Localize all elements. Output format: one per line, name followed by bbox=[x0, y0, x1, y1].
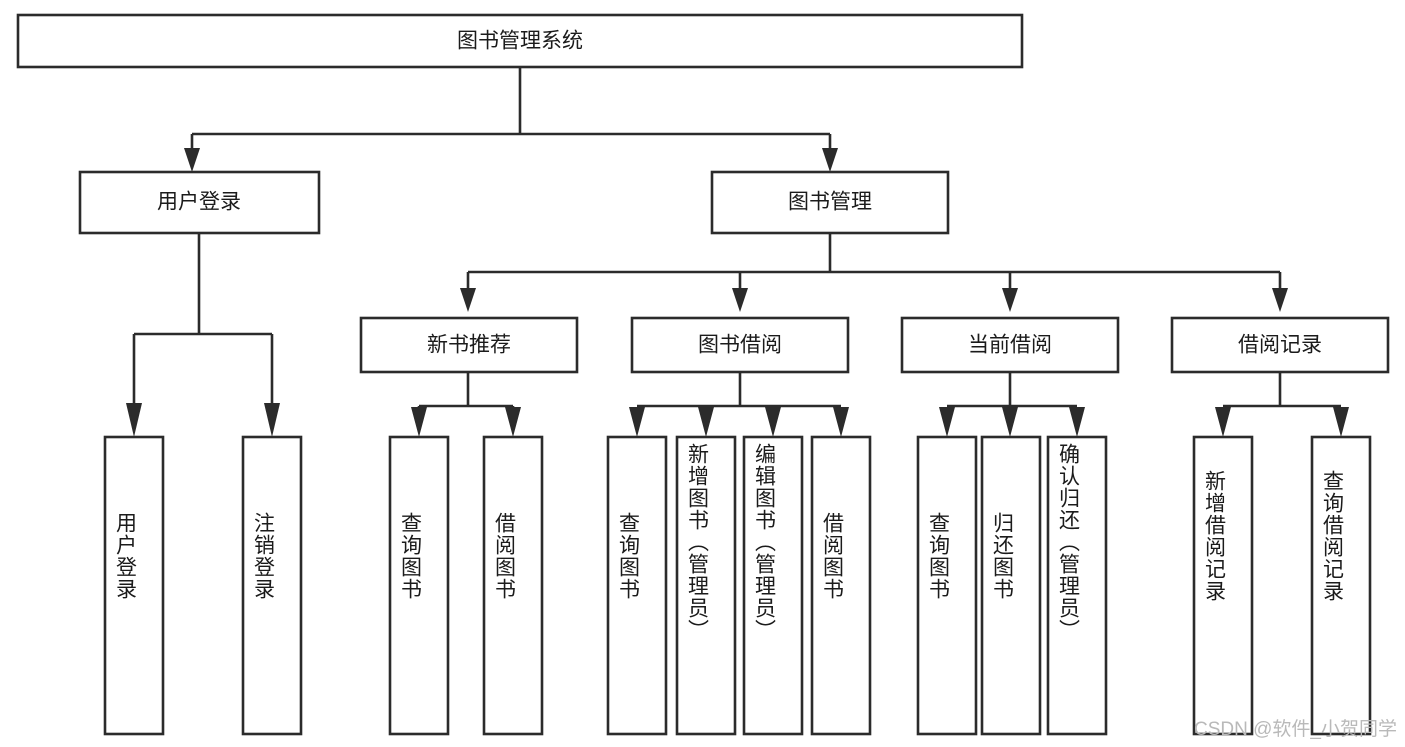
leaf-box-book-borrow-1[interactable] bbox=[606, 435, 668, 736]
connector-group-book-borrow bbox=[629, 372, 849, 437]
arrow-head-book-borrow-leaf-3 bbox=[765, 407, 781, 437]
node-root-label: 图书管理系统 bbox=[457, 30, 583, 53]
arrow-head-book-borrow bbox=[732, 288, 748, 312]
leaf-box-book-borrow-2[interactable] bbox=[675, 435, 737, 736]
connector-group-root bbox=[184, 67, 838, 172]
node-root[interactable]: 图书管理系统 bbox=[16, 13, 1024, 69]
leaf-boxes-user-login bbox=[103, 435, 303, 736]
arrow-head-book-borrow-leaf-2 bbox=[698, 407, 714, 437]
connector-group-book-mgmt bbox=[460, 233, 1288, 312]
node-current-borrow[interactable]: 当前借阅 bbox=[900, 316, 1120, 374]
node-current-borrow-box[interactable] bbox=[900, 316, 1120, 374]
node-book-borrow-box[interactable] bbox=[630, 316, 850, 374]
leaf-box-new-book-1[interactable] bbox=[388, 435, 450, 736]
arrow-head-current-borrow-leaf-1 bbox=[939, 407, 955, 437]
node-new-book-recommend[interactable]: 新书推荐 bbox=[359, 316, 579, 374]
node-new-book-recommend-box[interactable] bbox=[359, 316, 579, 374]
node-user-login-label: 用户登录 bbox=[157, 191, 241, 214]
leaf-box-book-borrow-4[interactable] bbox=[810, 435, 872, 736]
arrow-head-user-login-leaf-2 bbox=[264, 403, 280, 437]
node-book-management-box[interactable] bbox=[710, 170, 950, 235]
node-root-box[interactable] bbox=[16, 13, 1024, 69]
node-borrow-record-label: 借阅记录 bbox=[1238, 334, 1322, 357]
leaf-box-user-login-2[interactable] bbox=[241, 435, 303, 736]
arrow-head-new-book bbox=[460, 288, 476, 312]
arrow-head-book-mgmt bbox=[822, 148, 838, 172]
leaf-box-book-borrow-3[interactable] bbox=[742, 435, 804, 736]
node-new-book-recommend-label: 新书推荐 bbox=[427, 334, 511, 357]
arrow-head-user-login-leaf-1 bbox=[126, 403, 142, 437]
arrow-head-new-book-leaf-1 bbox=[411, 407, 427, 437]
arrow-head-current-borrow-leaf-3 bbox=[1069, 407, 1085, 437]
node-book-borrow-label: 图书借阅 bbox=[698, 334, 782, 357]
node-book-borrow[interactable]: 图书借阅 bbox=[630, 316, 850, 374]
leaf-box-user-login-1[interactable] bbox=[103, 435, 165, 736]
node-user-login-box[interactable] bbox=[78, 170, 321, 235]
connector-group-new-book bbox=[411, 372, 521, 437]
node-borrow-record-box[interactable] bbox=[1170, 316, 1390, 374]
arrow-head-book-borrow-leaf-1 bbox=[629, 407, 645, 437]
node-borrow-record[interactable]: 借阅记录 bbox=[1170, 316, 1390, 374]
leaf-boxes-current-borrow bbox=[916, 435, 1108, 736]
arrow-head-current-borrow bbox=[1002, 288, 1018, 312]
leaf-box-borrow-record-2[interactable] bbox=[1310, 435, 1372, 736]
arrow-head-current-borrow-leaf-2 bbox=[1002, 407, 1018, 437]
leaf-boxes-book-borrow bbox=[606, 435, 872, 736]
leaf-box-new-book-2[interactable] bbox=[482, 435, 544, 736]
arrow-head-borrow-record bbox=[1272, 288, 1288, 312]
node-book-management[interactable]: 图书管理 bbox=[710, 170, 950, 235]
node-current-borrow-label: 当前借阅 bbox=[968, 334, 1052, 357]
node-user-login[interactable]: 用户登录 bbox=[78, 170, 321, 235]
leaf-box-current-borrow-1[interactable] bbox=[916, 435, 978, 736]
arrow-head-user-login bbox=[184, 148, 200, 172]
connector-group-borrow-record bbox=[1215, 372, 1349, 437]
arrow-head-borrow-record-leaf-2 bbox=[1333, 407, 1349, 437]
leaf-box-current-borrow-2[interactable] bbox=[980, 435, 1042, 736]
connector-group-user-login bbox=[126, 233, 280, 437]
node-book-management-label: 图书管理 bbox=[788, 191, 872, 214]
arrow-head-borrow-record-leaf-1 bbox=[1215, 407, 1231, 437]
arrow-head-book-borrow-leaf-4 bbox=[833, 407, 849, 437]
connector-group-current-borrow bbox=[939, 372, 1085, 437]
leaf-box-current-borrow-3[interactable] bbox=[1046, 435, 1108, 736]
leaf-boxes-borrow-record bbox=[1192, 435, 1372, 736]
leaf-boxes-new-book-recommend bbox=[388, 435, 544, 736]
leaf-box-borrow-record-1[interactable] bbox=[1192, 435, 1254, 736]
arrow-head-new-book-leaf-2 bbox=[505, 407, 521, 437]
